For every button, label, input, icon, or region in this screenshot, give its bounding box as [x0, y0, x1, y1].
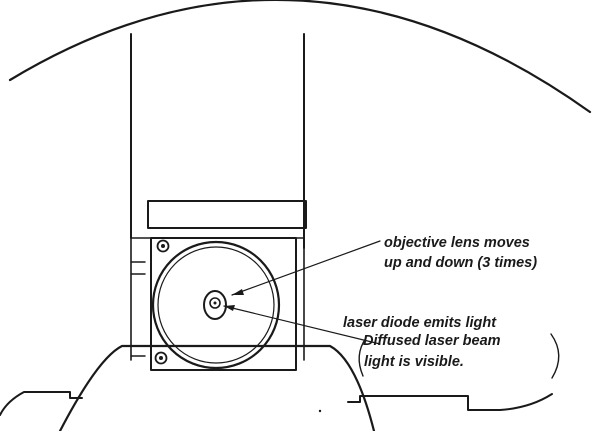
objective-lens-annotation: objective lens moves up and down (3 time…: [384, 233, 537, 273]
laser-diode-annotation-line2: Diffused laser beam: [363, 333, 501, 349]
mount-screw-top: [156, 239, 170, 253]
objective-lens-arrowhead: [232, 289, 244, 295]
annotation-close-paren: [550, 333, 560, 379]
objective-lens-pointer: [231, 240, 381, 296]
chassis-silhouette: [58, 344, 376, 431]
laser-diode-annotation-line3: light is visible.: [364, 354, 464, 370]
objective-lens-annotation-line2: up and down (3 times): [384, 255, 538, 271]
laser-diode-pointer: [223, 305, 381, 345]
disc-lower-right-curve: [499, 393, 553, 411]
disc-lower-left-edge: [0, 391, 83, 416]
pickup-mount-plate: [150, 237, 297, 371]
disc-lower-right-edge: [347, 395, 501, 411]
laser-diode-arrowhead: [224, 305, 235, 311]
objective-lens: [203, 290, 227, 320]
pickup-carriage-bar: [147, 200, 307, 229]
lens-holder-outer: [151, 240, 281, 370]
annotation-open-paren: [358, 337, 367, 377]
lens-holder-inner: [157, 246, 275, 364]
disc-outer-arc: [8, 0, 592, 114]
objective-lens-annotation-line1: objective lens moves: [384, 235, 530, 251]
laser-diode-spot: [209, 297, 221, 309]
laser-diode-annotation-line1: laser diode emits light: [343, 315, 497, 331]
mount-screw-bottom: [154, 351, 168, 365]
stray-dot: [318, 409, 322, 413]
